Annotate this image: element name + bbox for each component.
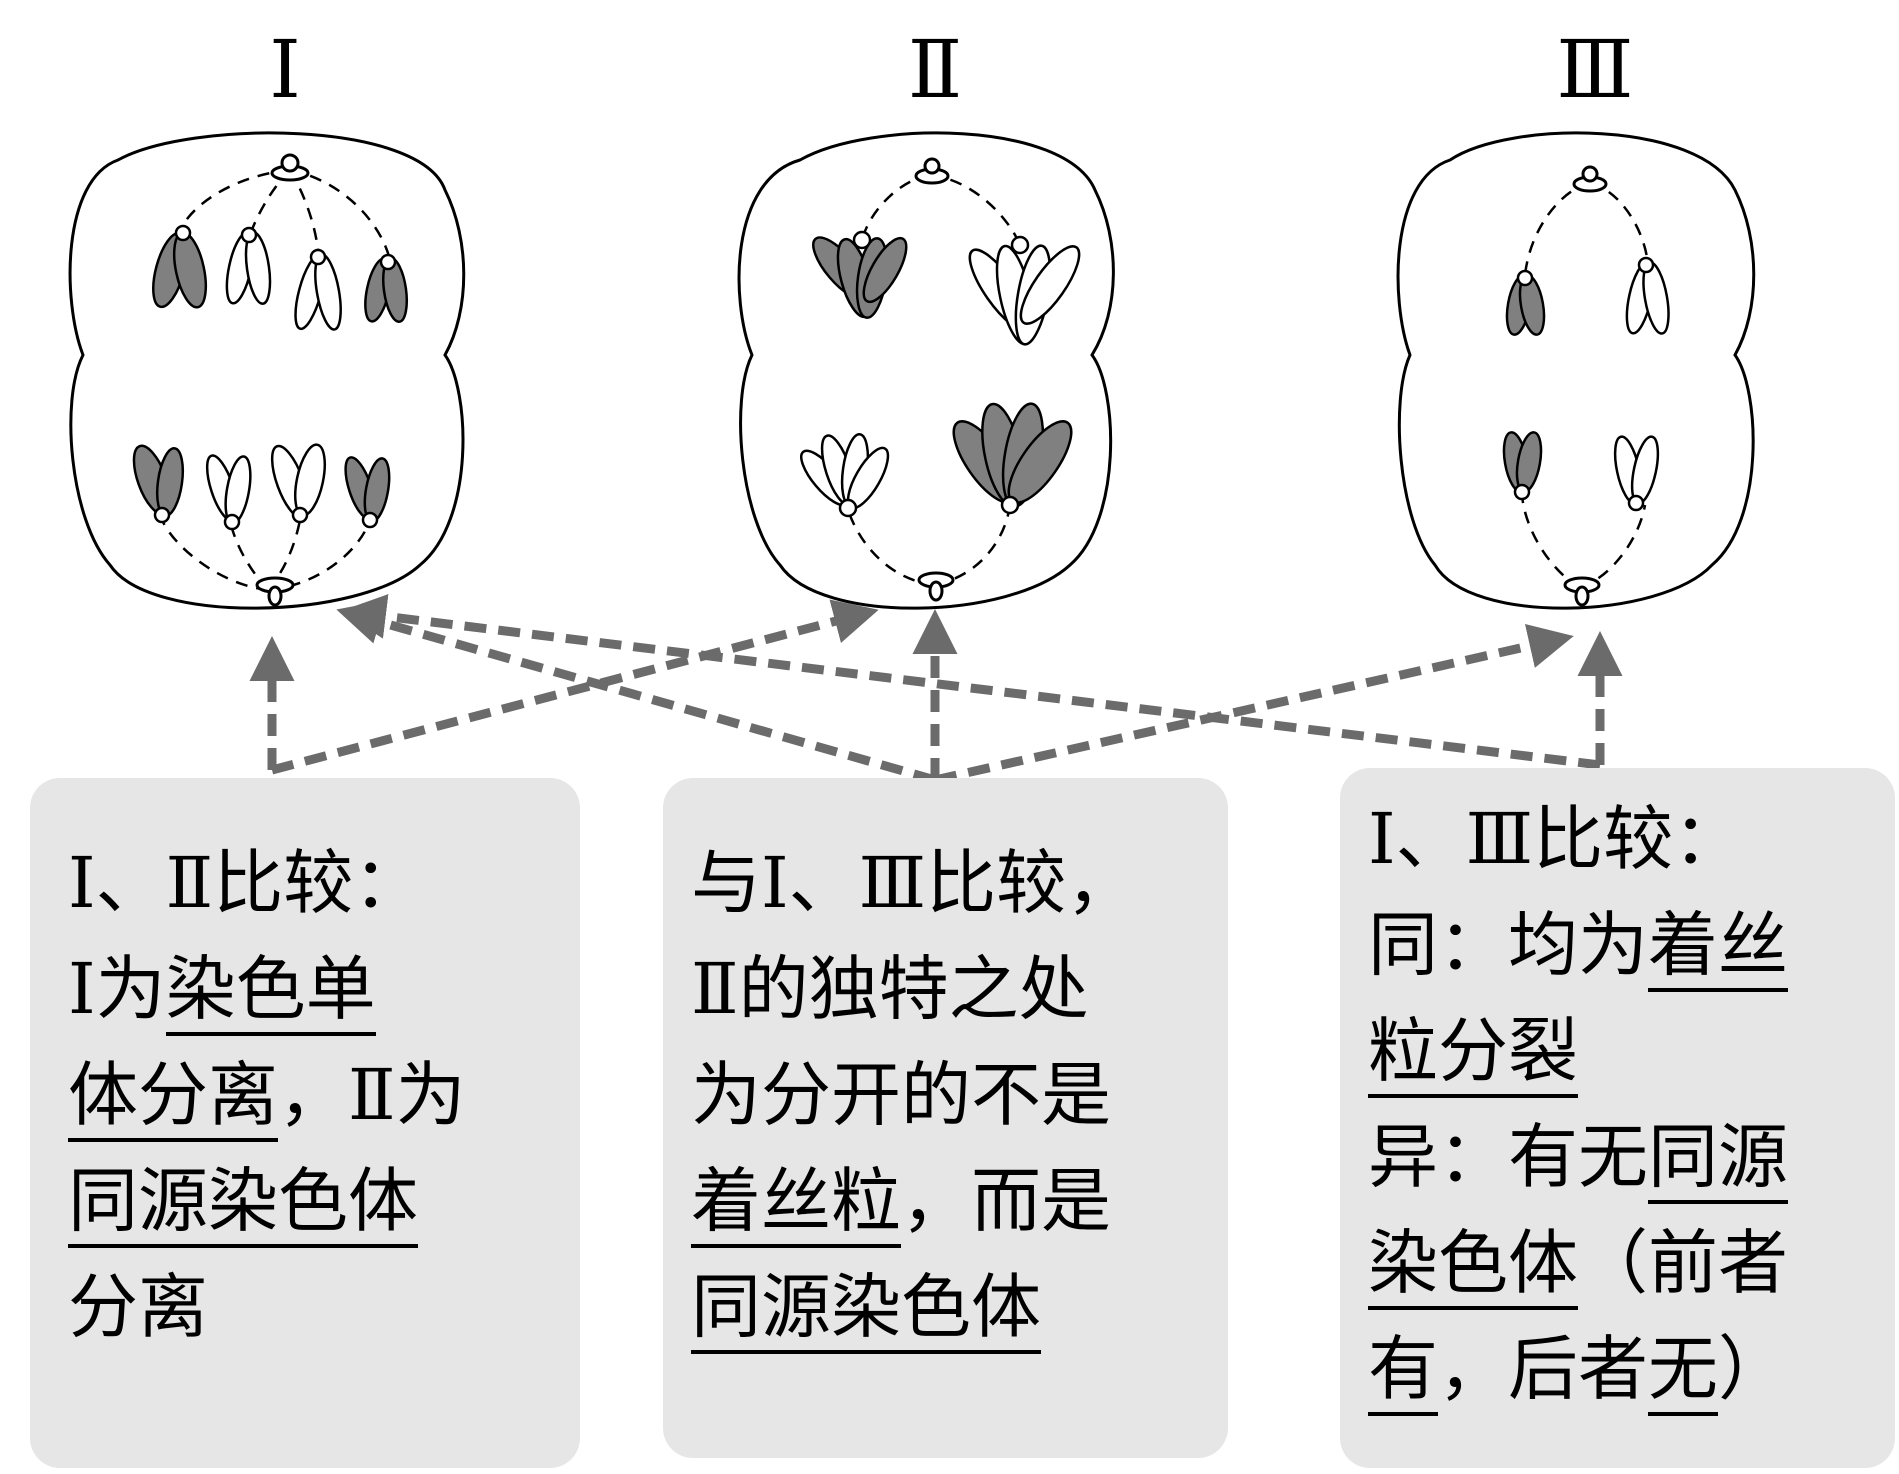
text-segment: Ⅱ的独特之处 bbox=[691, 948, 1089, 1030]
underlined-answer: 着丝 bbox=[1648, 904, 1788, 992]
cell-2-chromosomes bbox=[800, 230, 1081, 518]
cell-1-outline bbox=[68, 131, 466, 610]
underlined-answer: 有 bbox=[1368, 1328, 1438, 1416]
text-segment: （前者 bbox=[1578, 1222, 1788, 1304]
box-3-line: 染色体（前者 bbox=[1368, 1210, 1895, 1316]
box-1-line: 同源染色体 bbox=[68, 1148, 580, 1254]
underlined-answer: 染色单 bbox=[165, 948, 376, 1036]
box-3-line: 有，后者无） bbox=[1368, 1316, 1895, 1422]
cell-3-outline bbox=[1396, 131, 1756, 610]
text-segment: Ⅰ、Ⅱ比较： bbox=[68, 842, 424, 924]
cell-label-1: Ⅰ bbox=[269, 23, 301, 116]
cell-label-3: Ⅲ bbox=[1556, 23, 1634, 116]
underlined-answer: 无 bbox=[1648, 1328, 1718, 1416]
box-3-line: Ⅰ、Ⅲ比较： bbox=[1368, 786, 1895, 892]
box-2-line: 同源染色体 bbox=[691, 1254, 1228, 1360]
centrosome-3-top bbox=[1572, 165, 1608, 193]
arrow-box1-to-cell2 bbox=[270, 599, 879, 775]
text-segment: ，后者 bbox=[1438, 1328, 1648, 1410]
underlined-answer: 着丝粒 bbox=[691, 1160, 901, 1248]
box-1-line: Ⅰ、Ⅱ比较： bbox=[68, 830, 580, 936]
arrow-box2-to-cell3 bbox=[934, 623, 1574, 785]
box-3-line: 粒分裂 bbox=[1368, 998, 1895, 1104]
arrow-box3-to-cell1 bbox=[341, 594, 1601, 770]
underlined-answer: 同源 bbox=[1648, 1116, 1788, 1204]
centrosome-3-bottom bbox=[1563, 576, 1601, 607]
cell-label-2: Ⅱ bbox=[907, 23, 963, 116]
comparison-box-2: 与Ⅰ、Ⅲ比较， Ⅱ的独特之处为分开的不是着丝粒，而是同源染色体 bbox=[663, 778, 1228, 1458]
text-segment: 同：均为 bbox=[1368, 904, 1648, 986]
text-segment: 为分开的不是 bbox=[691, 1054, 1111, 1136]
underlined-answer: 粒分裂 bbox=[1368, 1010, 1578, 1098]
underlined-answer: 同源染色体 bbox=[68, 1160, 418, 1248]
text-segment: 异：有无 bbox=[1368, 1116, 1648, 1198]
centrosome-2-bottom bbox=[917, 571, 955, 602]
text-segment: ，Ⅱ为 bbox=[278, 1054, 466, 1136]
text-segment: 与Ⅰ、Ⅲ比较， bbox=[691, 842, 1137, 924]
box-3-line: 异：有无同源 bbox=[1368, 1104, 1895, 1210]
box-2-line: 与Ⅰ、Ⅲ比较， bbox=[691, 830, 1228, 936]
comparison-box-1: Ⅰ、Ⅱ比较：Ⅰ为染色单体分离，Ⅱ为同源染色体分离 bbox=[30, 778, 580, 1468]
box-2-line: 为分开的不是 bbox=[691, 1042, 1228, 1148]
underlined-answer: 同源染色体 bbox=[691, 1266, 1041, 1354]
underlined-answer: 体分离 bbox=[68, 1054, 278, 1142]
comparison-box-3: Ⅰ、Ⅲ比较：同：均为着丝粒分裂异：有无同源染色体（前者有，后者无） bbox=[1340, 768, 1895, 1468]
cell-1-chromosomes bbox=[132, 224, 409, 531]
arrow-box2-to-cell1 bbox=[336, 600, 937, 785]
text-segment: ） bbox=[1718, 1328, 1788, 1410]
box-2-line: Ⅱ的独特之处 bbox=[691, 936, 1228, 1042]
text-segment: Ⅰ、Ⅲ比较： bbox=[1368, 798, 1744, 880]
text-segment: ，而是 bbox=[901, 1160, 1111, 1242]
box-2-line: 着丝粒，而是 bbox=[691, 1148, 1228, 1254]
cell-3-chromosomes bbox=[1502, 256, 1670, 512]
comparison-arrows bbox=[249, 594, 1623, 785]
box-1-line: 分离 bbox=[68, 1254, 580, 1360]
centrosome-1-bottom bbox=[255, 576, 295, 607]
underlined-answer: 染色体 bbox=[1368, 1222, 1578, 1310]
box-3-line: 同：均为着丝 bbox=[1368, 892, 1895, 998]
centrosome-1-top bbox=[270, 153, 310, 182]
cell-2-outline bbox=[737, 131, 1115, 610]
text-segment: Ⅰ为 bbox=[68, 948, 166, 1030]
box-1-line: 体分离，Ⅱ为 bbox=[68, 1042, 580, 1148]
centrosome-2-top bbox=[914, 157, 950, 185]
text-segment: 分离 bbox=[68, 1266, 208, 1348]
box-1-line: Ⅰ为染色单 bbox=[68, 936, 580, 1042]
